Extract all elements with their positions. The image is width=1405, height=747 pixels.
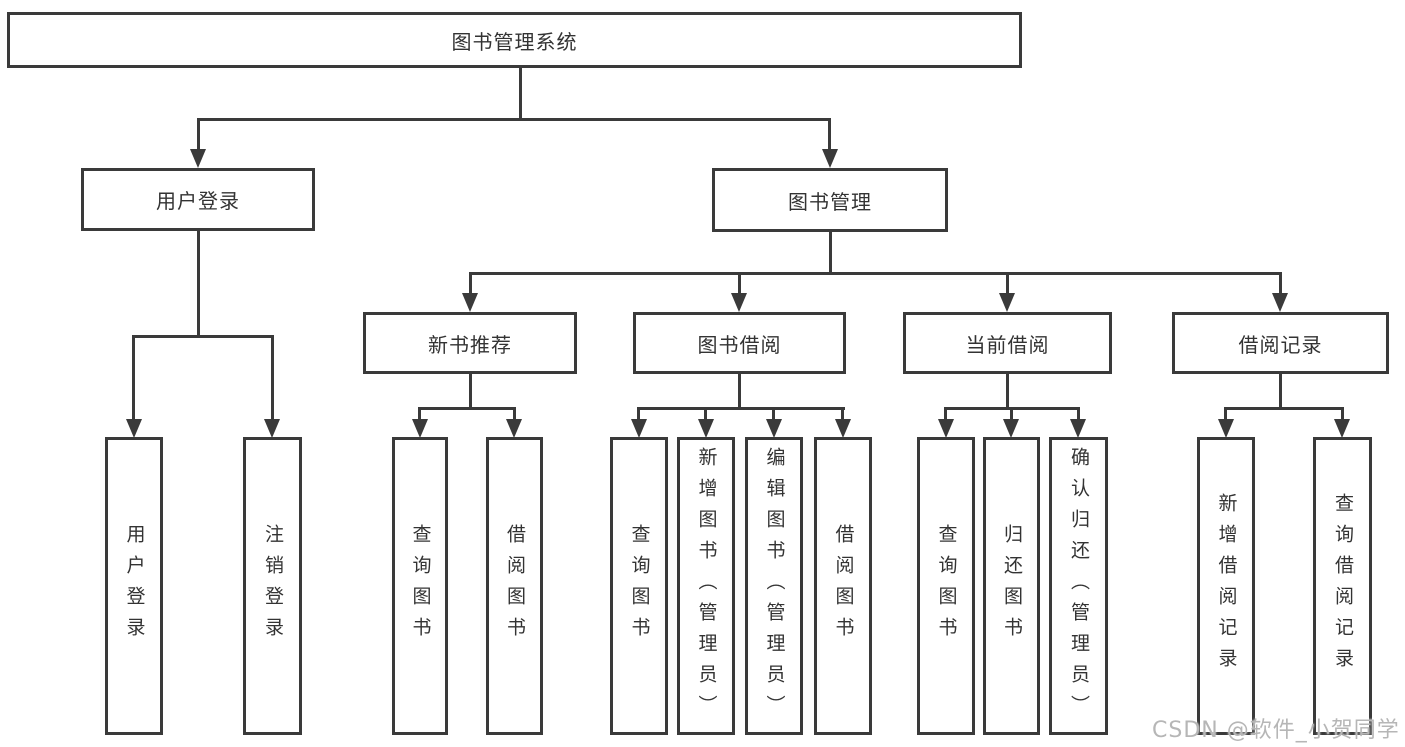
arrow-down-icon (506, 419, 522, 438)
connector-line (1224, 407, 1227, 421)
arrow-down-icon (1070, 419, 1086, 438)
leaf-recommend-borrow-books: 借阅图书 (486, 437, 543, 735)
leaf-label: 确认归还（管理员） (1068, 446, 1090, 726)
arrow-down-icon (835, 419, 851, 438)
connector-line (944, 407, 947, 421)
connector-line (469, 272, 472, 296)
node-user-login: 用户登录 (81, 168, 315, 231)
connector-line (418, 407, 421, 421)
connector-line (469, 374, 472, 410)
connector-line (704, 407, 707, 421)
arrow-down-icon (1334, 419, 1350, 438)
leaf-current-confirm-return-admin: 确认归还（管理员） (1049, 437, 1108, 735)
arrow-down-icon (999, 293, 1015, 312)
leaf-borrowing-query-books: 查询图书 (610, 437, 668, 735)
connector-line (519, 68, 522, 120)
arrow-down-icon (264, 419, 280, 438)
arrow-down-icon (1218, 419, 1234, 438)
leaf-label: 查询图书 (409, 524, 432, 648)
leaf-current-query-books: 查询图书 (917, 437, 975, 735)
leaf-label: 编辑图书（管理员） (763, 446, 786, 726)
leaf-label: 用户登录 (123, 524, 146, 648)
node-book-borrowing: 图书借阅 (633, 312, 846, 374)
leaf-label: 注销登录 (262, 524, 284, 648)
arrow-down-icon (938, 419, 954, 438)
leaf-label: 归还图书 (1001, 524, 1023, 648)
connector-line (738, 374, 741, 410)
leaf-label: 新增借阅记录 (1215, 493, 1238, 679)
connector-line (1341, 407, 1344, 421)
connector-line (738, 272, 741, 296)
connector-line (469, 272, 1282, 275)
leaf-logout: 注销登录 (243, 437, 302, 735)
node-root: 图书管理系统 (7, 12, 1022, 68)
connector-line (132, 335, 135, 421)
leaf-label: 查询图书 (935, 524, 958, 648)
connector-line (197, 118, 831, 121)
arrow-down-icon (462, 293, 478, 312)
leaf-recommend-query-books: 查询图书 (392, 437, 448, 735)
connector-line (1224, 407, 1344, 410)
arrow-down-icon (698, 419, 714, 438)
leaf-label: 新增图书（管理员） (695, 446, 718, 726)
connector-line (1006, 272, 1009, 296)
node-new-book-recommend: 新书推荐 (363, 312, 577, 374)
leaf-current-return-books: 归还图书 (983, 437, 1040, 735)
connector-line (1010, 407, 1013, 421)
connector-line (197, 118, 200, 151)
arrow-down-icon (412, 419, 428, 438)
leaf-borrowing-borrow-books: 借阅图书 (814, 437, 872, 735)
connector-line (772, 407, 775, 421)
arrow-down-icon (190, 149, 206, 168)
connector-line (1279, 374, 1282, 410)
watermark: CSDN @软件_小贺同学 (1152, 718, 1400, 743)
connector-line (1077, 407, 1080, 421)
connector-line (513, 407, 516, 421)
connector-line (1279, 272, 1282, 296)
arrow-down-icon (822, 149, 838, 168)
connector-line (419, 407, 516, 410)
arrow-down-icon (631, 419, 647, 438)
arrow-down-icon (1003, 419, 1019, 438)
leaf-label: 借阅图书 (504, 524, 526, 648)
leaf-label: 查询借阅记录 (1332, 493, 1354, 679)
node-current-borrowing: 当前借阅 (903, 312, 1112, 374)
connector-line (1006, 374, 1009, 410)
connector-line (271, 335, 274, 421)
connector-line (828, 118, 831, 151)
connector-line (841, 407, 844, 421)
arrow-down-icon (766, 419, 782, 438)
connector-line (637, 407, 640, 421)
node-book-management: 图书管理 (712, 168, 948, 232)
leaf-label: 查询图书 (628, 524, 651, 648)
leaf-borrowing-edit-books-admin: 编辑图书（管理员） (745, 437, 803, 735)
arrow-down-icon (731, 293, 747, 312)
leaf-records-add-record: 新增借阅记录 (1197, 437, 1255, 735)
connector-line (132, 335, 274, 338)
connector-line (637, 407, 845, 410)
leaf-label: 借阅图书 (832, 524, 855, 648)
connector-line (829, 232, 832, 274)
arrow-down-icon (126, 419, 142, 438)
leaf-borrowing-add-books-admin: 新增图书（管理员） (677, 437, 735, 735)
connector-line (197, 231, 200, 338)
leaf-user-login: 用户登录 (105, 437, 163, 735)
arrow-down-icon (1272, 293, 1288, 312)
node-borrowing-records: 借阅记录 (1172, 312, 1389, 374)
leaf-records-query-record: 查询借阅记录 (1313, 437, 1372, 735)
